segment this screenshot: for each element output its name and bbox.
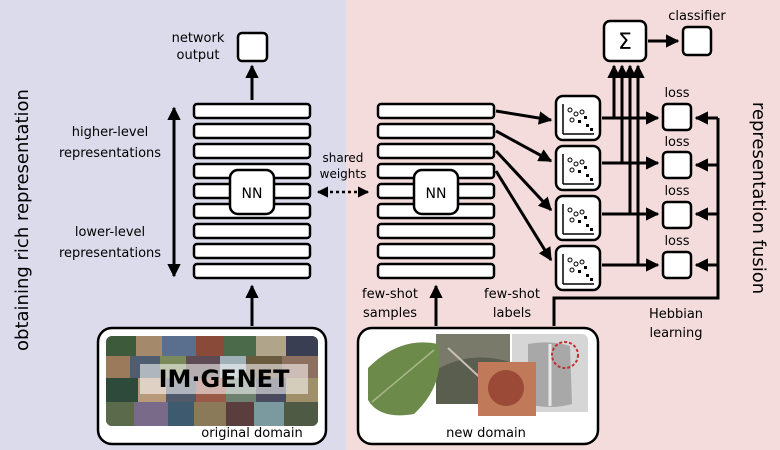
loss-label-4: loss [664,234,689,249]
network-output-box [236,31,269,63]
scatter-plot-2 [554,144,602,192]
imagenet-mosaic-image [106,336,318,426]
shared-weights-label-line2: weights [320,167,367,181]
lower-level-label-line2: representations [59,246,161,261]
left-nn-label: NN [242,186,263,202]
sum-symbol: Σ [618,30,632,55]
loss-box-1: loss [661,86,693,132]
network-output-label-line1: network [172,31,225,46]
scatter-plot-4 [554,244,602,292]
imagenet-logo-text: IM·GENET [159,365,291,393]
few-shot-labels-label-line2: labels [493,306,531,321]
right-nn-box [412,168,460,216]
hebbian-label-line2: learning [649,326,702,341]
right-nn-label: NN [426,186,447,202]
loss-box-3: loss [661,184,693,230]
new-domain-images [368,334,588,416]
left-network-layer-stack [192,102,312,280]
higher-level-label-line2: representations [59,146,161,161]
loss-label-3: loss [664,184,689,199]
few-shot-samples-label-line1: few-shot [362,287,418,302]
right-side-title: representation fusion [748,102,769,294]
network-output-label-line2: output [177,48,220,63]
few-shot-samples-label-line2: samples [363,306,417,321]
left-side-title: obtaining rich representation [12,89,33,351]
loss-box-2: loss [661,135,693,180]
higher-level-label-line1: higher-level [72,125,148,140]
hebbian-label-line1: Hebbian [649,307,703,322]
new-domain-label: new domain [446,426,526,441]
classifier-label: classifier [668,9,726,24]
layer-to-plot-arrows [494,109,553,262]
left-nn-box [228,168,276,216]
scatter-plot-3 [554,194,602,242]
original-domain-label: original domain [201,426,302,441]
lower-level-label-line1: lower-level [75,225,145,240]
hebbian-feedback-lines [552,111,720,326]
loss-label-2: loss [664,135,689,150]
scatter-plot-1 [554,94,602,142]
sum-box [602,19,648,63]
shared-weights-label-line1: shared [323,151,364,165]
few-shot-labels-label-line1: few-shot [484,287,540,302]
plot-to-sum-arrows [607,64,645,265]
classifier-box [681,25,713,57]
loss-box-4: loss [661,234,693,280]
loss-label-1: loss [664,86,689,101]
